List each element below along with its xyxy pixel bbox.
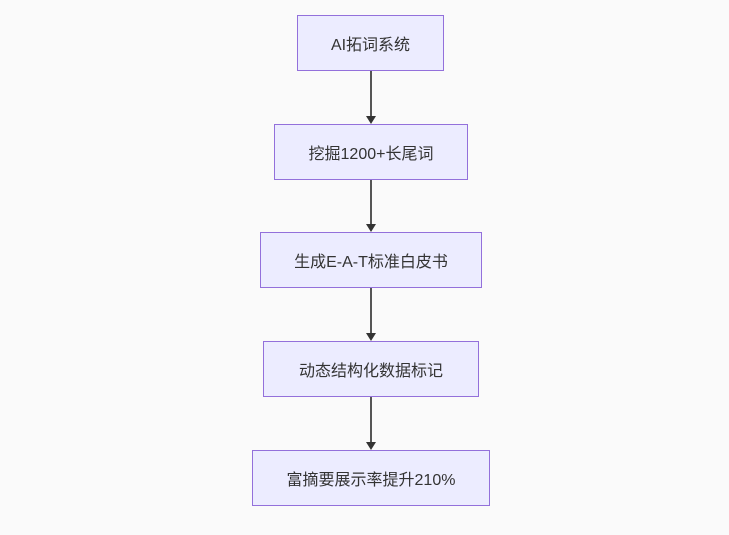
arrow-line: [369, 397, 372, 442]
flow-node-rich-snippet-result: 富摘要展示率提升210%: [252, 450, 490, 506]
arrow-line: [369, 288, 372, 333]
flow-arrow-3: [364, 288, 377, 341]
arrowhead-down-icon: [365, 224, 376, 232]
arrow-line: [369, 180, 372, 224]
arrowhead-down-icon: [365, 442, 376, 450]
arrowhead-down-icon: [365, 333, 376, 341]
flow-node-label: 动态结构化数据标记: [298, 363, 443, 380]
arrow-line: [369, 71, 372, 116]
flow-arrow-2: [364, 180, 377, 232]
flow-node-longtail-mining: 挖掘1200+长尾词: [274, 124, 468, 180]
flow-node-structured-data: 动态结构化数据标记: [263, 341, 479, 397]
flow-node-eat-whitepaper: 生成E-A-T标准白皮书: [260, 232, 482, 288]
flow-node-label: 生成E-A-T标准白皮书: [294, 254, 448, 271]
flow-arrow-1: [364, 71, 377, 124]
flow-node-label: 富摘要展示率提升210%: [286, 472, 456, 489]
flow-node-label: 挖掘1200+长尾词: [308, 146, 434, 163]
arrowhead-down-icon: [365, 116, 376, 124]
flow-node-ai-word-system: AI拓词系统: [297, 15, 444, 71]
flow-node-label: AI拓词系统: [330, 37, 411, 54]
flow-arrow-4: [364, 397, 377, 450]
